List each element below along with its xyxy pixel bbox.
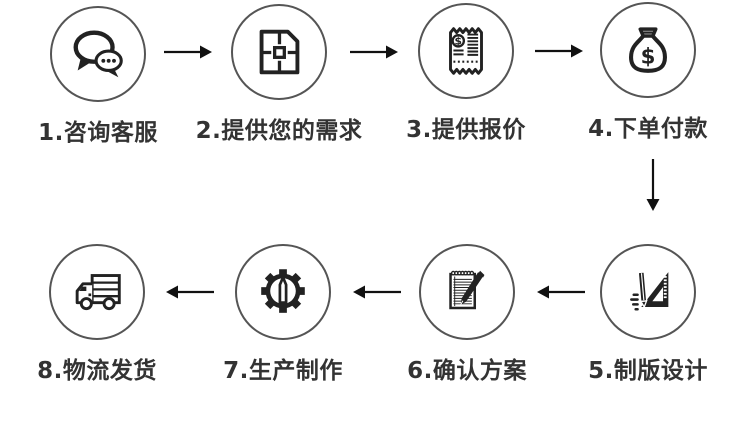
money-bag-icon: $: [629, 27, 667, 73]
step-8: 8.物流发货: [2, 244, 192, 385]
step-4-label: 4.下单付款: [588, 116, 708, 142]
step-3-label: 3.提供报价: [406, 117, 526, 143]
quotation-receipt-icon: $: [449, 27, 483, 75]
step-2-circle: [231, 4, 327, 100]
arrow-left-icon: [353, 285, 401, 299]
arrow-right-icon: [535, 44, 583, 58]
step-5-circle: [600, 244, 696, 340]
arrow-left-icon: [166, 285, 214, 299]
arrow-right-icon: [164, 45, 212, 59]
arrow-left-icon: [537, 285, 585, 299]
step-8-label: 8.物流发货: [37, 358, 157, 384]
step-1-circle: [50, 6, 146, 102]
step-5-label: 5.制版设计: [588, 358, 708, 384]
delivery-truck-icon: [75, 274, 121, 311]
arrow-down-icon: [646, 159, 660, 211]
svg-text:$: $: [455, 35, 462, 48]
notepad-pen-icon: [449, 270, 485, 310]
step-3: $ 3.提供报价: [371, 3, 561, 144]
step-3-circle: $: [418, 3, 514, 99]
svg-text:$: $: [641, 45, 656, 70]
step-4-circle: $: [600, 2, 696, 98]
step-4: $ 4.下单付款: [553, 2, 743, 143]
step-1: 1.咨询客服: [3, 6, 193, 147]
step-7-label: 7.生产制作: [223, 358, 343, 384]
step-5: 5.制版设计: [553, 244, 743, 385]
step-7: 7.生产制作: [188, 244, 378, 385]
design-file-icon: [259, 29, 300, 75]
step-2-label: 2.提供您的需求: [195, 118, 363, 144]
pencil-set-square-icon: [630, 271, 669, 314]
step-7-circle: [235, 244, 331, 340]
step-6: 6.确认方案: [372, 244, 562, 385]
step-8-circle: [49, 244, 145, 340]
step-6-label: 6.确认方案: [407, 358, 527, 384]
step-2: 2.提供您的需求: [184, 4, 374, 145]
step-6-circle: [419, 244, 515, 340]
gear-tool-icon: [261, 269, 305, 313]
chat-bubbles-icon: [73, 30, 123, 78]
arrow-right-icon: [350, 45, 398, 59]
step-1-label: 1.咨询客服: [38, 120, 158, 146]
